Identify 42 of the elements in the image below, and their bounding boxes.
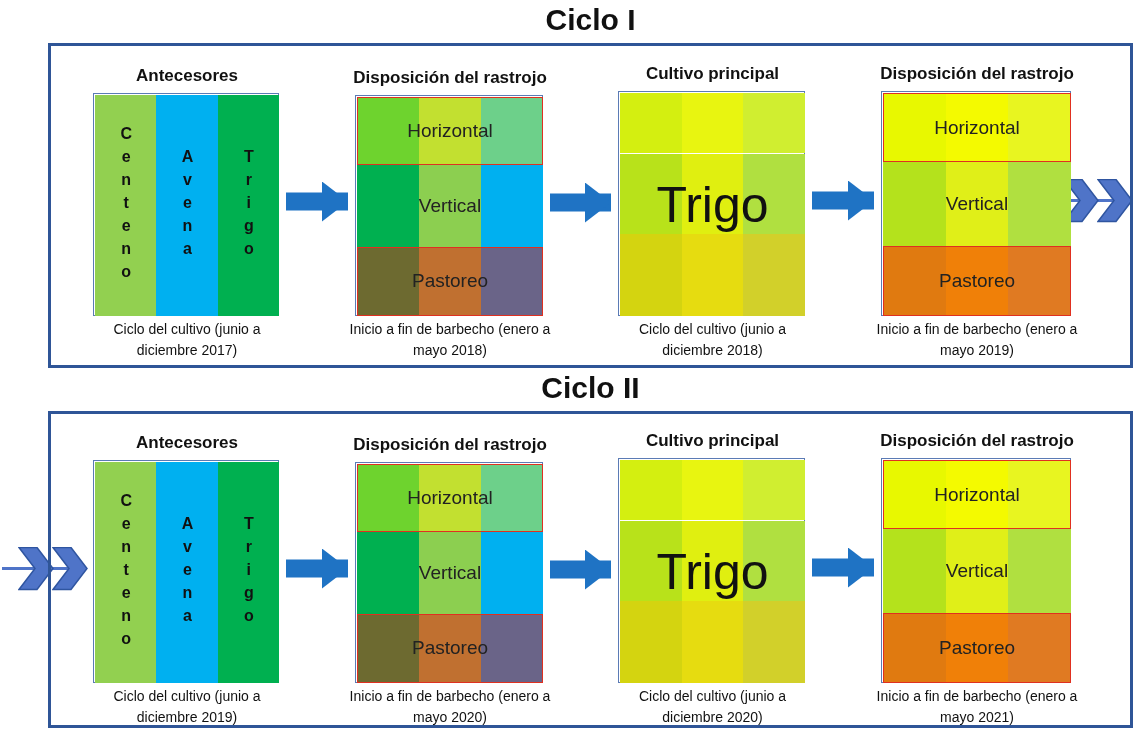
panel-heading: Disposición del rastrojo: [352, 68, 548, 88]
stubble-band: Vertical: [883, 162, 1071, 246]
panel-heading: Disposición del rastrojo: [352, 435, 548, 455]
stubble-band: Horizontal: [357, 464, 543, 532]
crop-field: Trigo: [620, 460, 805, 683]
panel-caption: Ciclo del cultivo (junio a diciembre 2018): [637, 320, 788, 360]
panel-caption: Ciclo del cultivo (junio a diciembre 2020): [637, 687, 788, 727]
crop-field: Trigo: [620, 93, 805, 316]
cycle-title: Ciclo II: [540, 371, 641, 405]
crop-column: Avena: [156, 95, 218, 316]
stubble-band: Horizontal: [883, 93, 1071, 163]
crop-column: Trigo: [217, 462, 279, 683]
panel-heading: Antecesores: [134, 66, 240, 86]
panel-heading: Antecesores: [134, 433, 240, 453]
panel-caption: Ciclo del cultivo (junio a diciembre 2017): [112, 320, 262, 360]
panel-caption: Inicio a fin de barbecho (enero a mayo 2020): [348, 687, 552, 727]
stubble-band: Horizontal: [357, 97, 543, 165]
panel-heading: Disposición del rastrojo: [879, 64, 1075, 84]
panel-caption: Ciclo del cultivo (junio a diciembre 2019): [112, 687, 262, 727]
stubble-band: Vertical: [883, 529, 1071, 613]
stubble-band: Vertical: [357, 531, 543, 614]
cycle-title: Ciclo I: [544, 3, 637, 37]
panel-caption: Inicio a fin de barbecho (enero a mayo 2018): [348, 320, 552, 360]
panel-heading: Disposición del rastrojo: [879, 431, 1075, 451]
panel-heading: Cultivo principal: [644, 431, 781, 451]
arrow: [550, 549, 611, 590]
arrow: [286, 181, 348, 222]
arrow: [812, 547, 874, 588]
arrow: [550, 182, 611, 223]
panel-heading: Cultivo principal: [644, 64, 781, 84]
crop-column: Centeno: [95, 462, 157, 683]
panel-caption: Inicio a fin de barbecho (enero a mayo 2019): [875, 320, 1079, 360]
arrow: [286, 548, 348, 589]
crop-column: Centeno: [95, 95, 157, 316]
stubble-band: Horizontal: [883, 460, 1071, 530]
crop-column: Avena: [156, 462, 218, 683]
arrow: [812, 180, 874, 221]
panel-caption: Inicio a fin de barbecho (enero a mayo 2021): [875, 687, 1079, 727]
stubble-band: Vertical: [357, 164, 543, 247]
stubble-band: Pastoreo: [883, 245, 1071, 316]
stubble-band: Pastoreo: [883, 612, 1071, 683]
crop-column: Trigo: [217, 95, 279, 316]
